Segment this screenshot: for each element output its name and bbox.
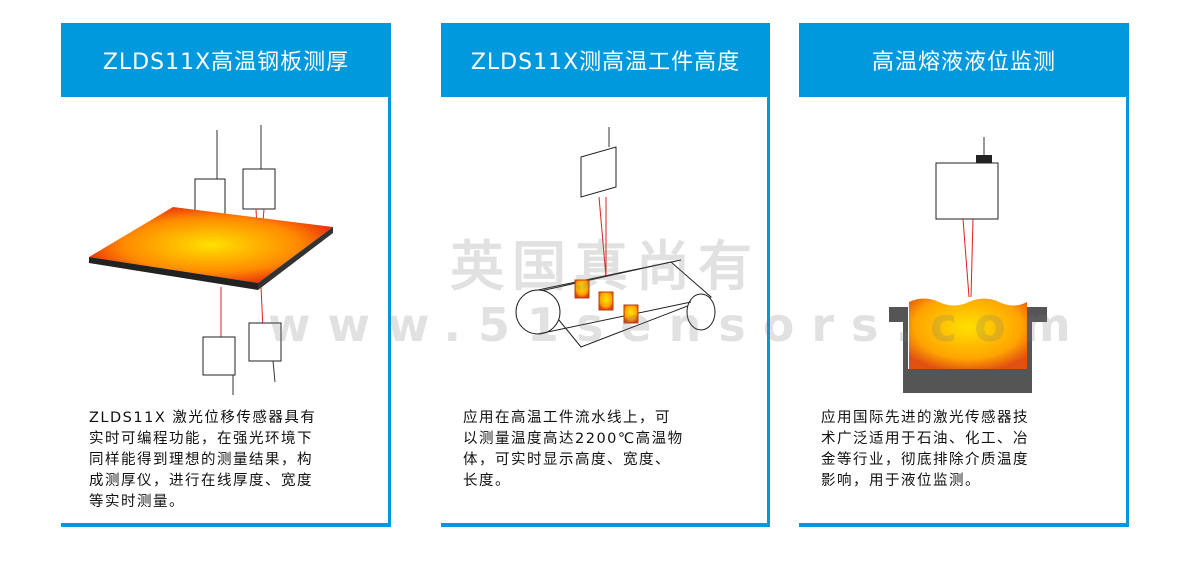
- conveyor-illustration: [515, 127, 716, 348]
- card-liquid-level: 高温熔液液位监测 应用国际先进的激光传感器技 术广泛适用于石油、化工、冶 金等行…: [799, 23, 1129, 527]
- steel-plate-illustration: [89, 125, 333, 395]
- molten-tank-illustration: [889, 137, 1047, 393]
- card-title: 高温熔液液位监测: [799, 23, 1129, 97]
- card-description: 应用在高温工件流水线上，可 以测量温度高达2200℃高温物 体，可实时显示高度、…: [463, 410, 684, 489]
- card-workpiece-height: ZLDS11X测高温工件高度 应用在高温工件流水线上，可 以测量温度高达2200…: [441, 23, 770, 527]
- card-title: ZLDS11X测高温工件高度: [441, 23, 770, 97]
- card-description: 应用国际先进的激光传感器技 术广泛适用于石油、化工、冶 金等行业，彻底排除介质温…: [821, 410, 1029, 489]
- card-description: ZLDS11X 激光位移传感器具有 实时可编程功能，在强光环境下 同样能得到理想…: [89, 410, 317, 510]
- card-steel-thickness: ZLDS11X高温钢板测厚 ZLDS11X 激光位移传感器具有 实时可编程功能，…: [61, 23, 391, 527]
- card-title: ZLDS11X高温钢板测厚: [61, 23, 391, 97]
